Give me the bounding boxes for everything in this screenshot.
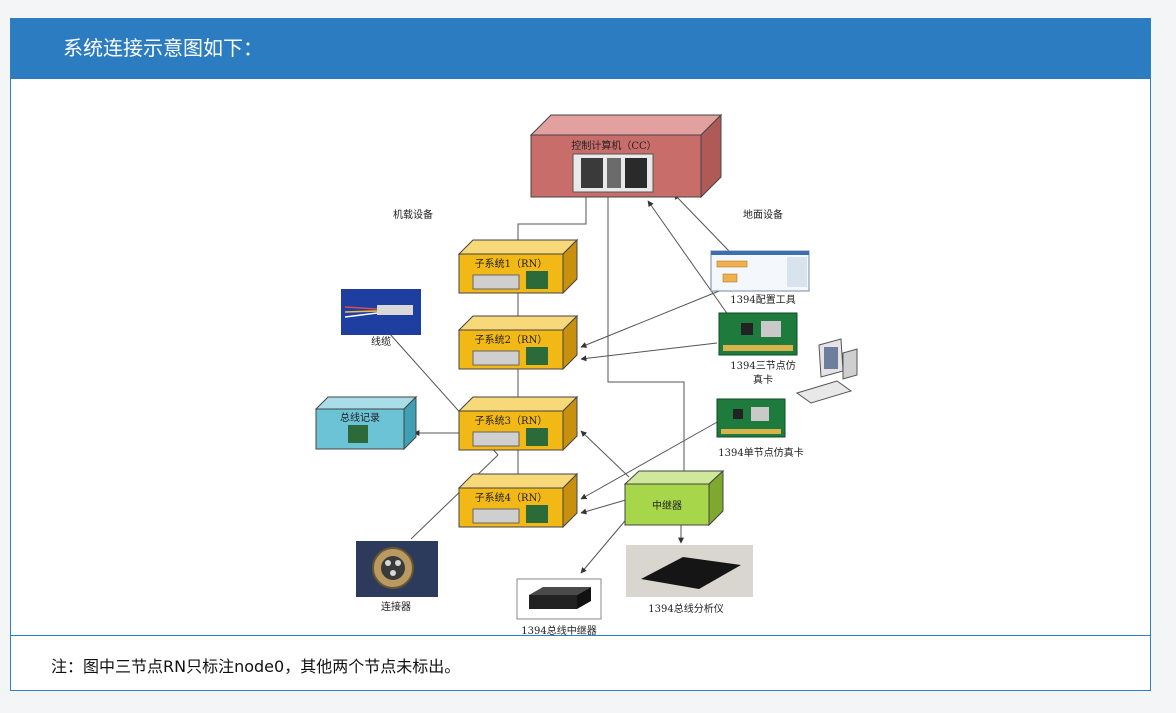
subsystem-4-box: 子系统4（RN） [457,472,579,529]
three-node-card-photo [718,312,798,356]
subsystem-2-label: 子系统2（RN） [475,333,548,346]
subsystem-3-label: 子系统3（RN） [475,414,548,427]
link-threenode-to-cc [647,200,732,320]
three-node-card-label-line1: 1394三节点仿 [730,359,795,372]
subsystem-1-label: 子系统1（RN） [475,257,548,270]
single-node-card-photo [716,398,786,438]
connector-label: 连接器 [381,600,411,613]
ground-equipment-label: 地面设备 [743,208,783,221]
panel-footer: 注：图中三节点RN只标注node0，其他两个节点未标出。 [11,635,1150,692]
link-connector-to-rn3 [410,454,499,540]
config-tool-label: 1394配置工具 [730,294,795,306]
control-computer-label: 控制计算机（CC） [571,139,656,152]
control-computer-box: 控制计算机（CC） [529,113,723,199]
link-cc-to-rn1 [517,197,587,254]
subsystem-4-label: 子系统4（RN） [475,491,548,504]
link-config-to-rn1 [580,286,730,348]
bus-repeater-device [516,578,602,620]
bus-analyzer-device [626,545,753,597]
subsystem-1-box: 子系统1（RN） [457,238,579,295]
system-connection-diagram: 控制计算机（CC） 机载设备 地面设备 子系统1（RN） 子系统2（RN） [314,113,858,635]
link-repeater-to-rn3 [580,430,630,478]
link-singlenode-to-rn4 [580,420,720,500]
bus-repeater-label: 1394总线中继器 [521,624,596,635]
bus-recorder-label: 总线记录 [340,411,380,424]
bus-recorder-box: 总线记录 [314,395,418,451]
panel-header: 系统连接示意图如下： [11,19,1150,79]
footnote: 注：图中三节点RN只标注node0，其他两个节点未标出。 [51,657,461,676]
diagram-panel: 系统连接示意图如下： [10,18,1151,691]
page-title: 系统连接示意图如下： [63,36,263,60]
bus-analyzer-label: 1394总线分析仪 [648,602,723,615]
subsystem-3-box: 子系统3（RN） [457,395,579,452]
three-node-card-label-line2: 真卡 [753,373,773,386]
link-config-to-cc [673,193,730,252]
subsystem-2-box: 子系统2（RN） [457,314,579,371]
link-threenode-to-rn2 [580,342,718,362]
connection-lines [388,193,732,574]
link-repeater-to-rn4 [580,498,630,515]
link-cc-to-repeater [607,197,685,472]
cable-photo [341,289,421,335]
config-tool-screenshot [710,250,810,292]
airborne-equipment-label: 机载设备 [393,208,433,221]
repeater-label: 中继器 [652,499,682,512]
connector-photo [356,541,438,597]
cable-label: 线缆 [371,335,391,348]
repeater-box: 中继器 [623,469,725,527]
pc-icon [795,338,858,404]
single-node-card-label: 1394单节点仿真卡 [718,446,803,459]
